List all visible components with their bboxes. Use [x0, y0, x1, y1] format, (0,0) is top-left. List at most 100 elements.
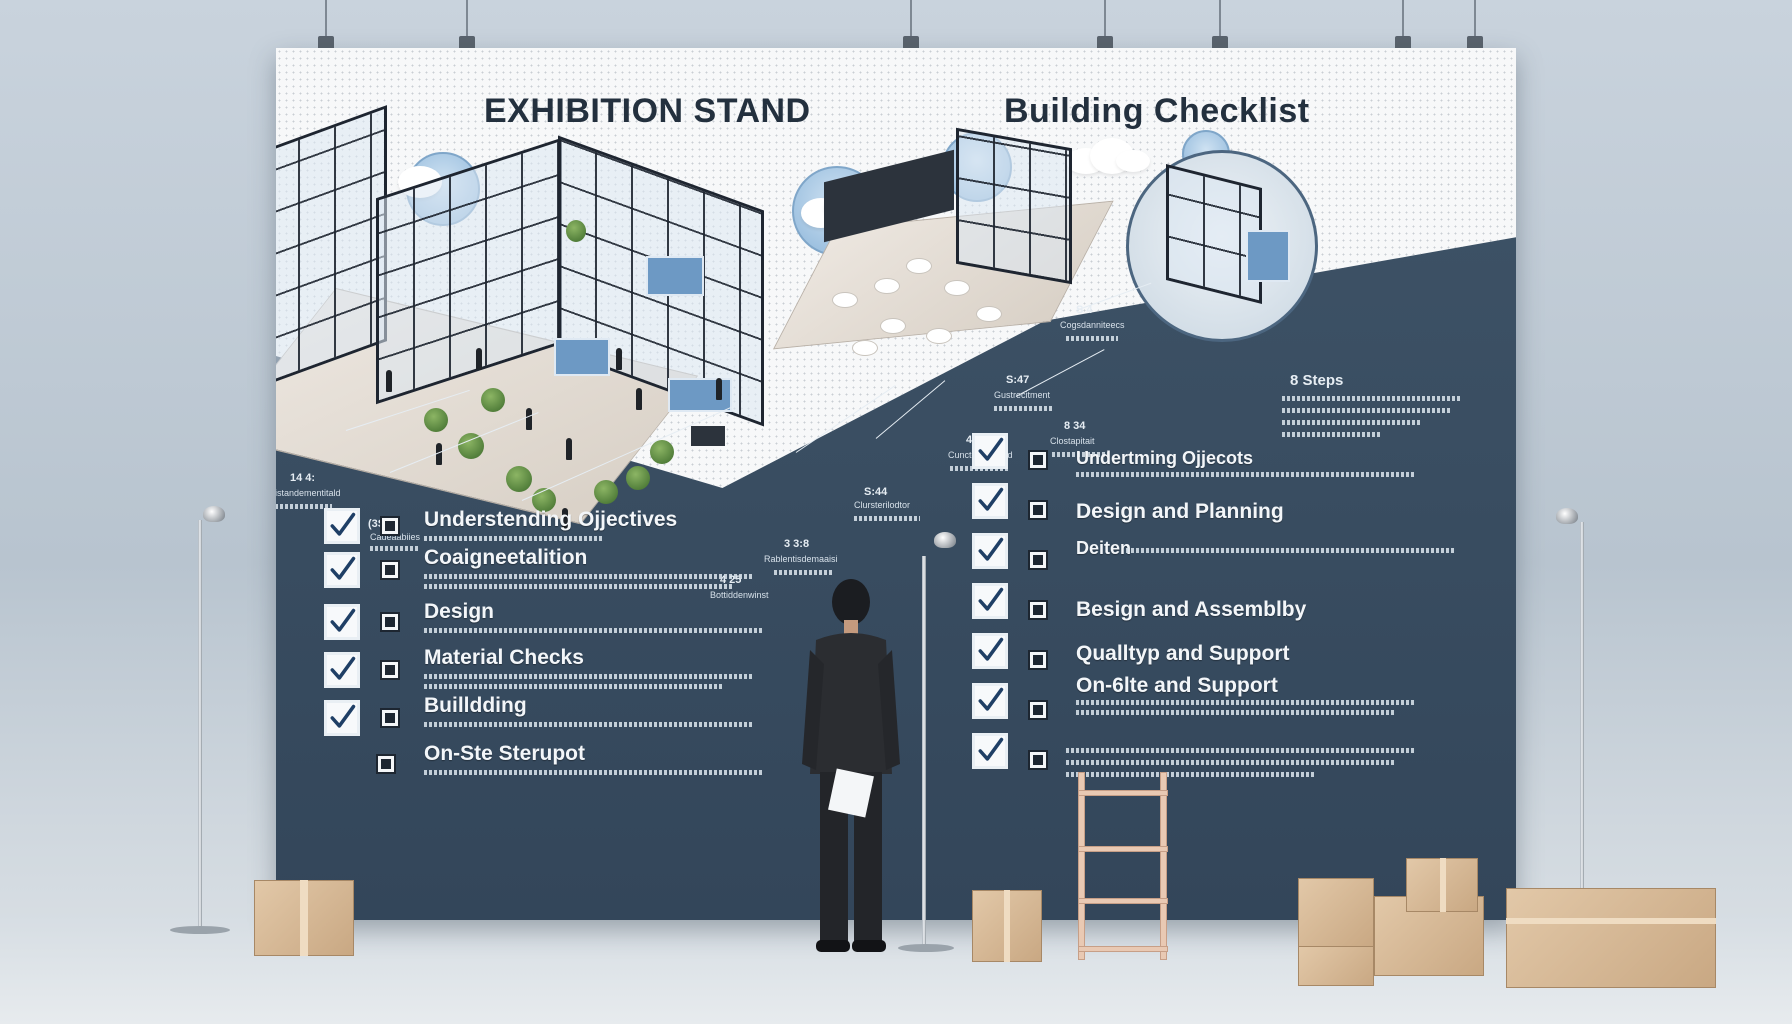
hanging-wire: [1104, 0, 1106, 38]
box-tape: [300, 880, 308, 956]
checkbox-checked[interactable]: [972, 633, 1008, 669]
left-checklist-label: Material Checks: [424, 646, 584, 669]
checkbox-small[interactable]: [1028, 450, 1048, 470]
visitor-figure: [476, 348, 482, 370]
right-checklist-row[interactable]: [972, 682, 1048, 720]
checkbox-small[interactable]: [380, 560, 400, 580]
checkmark-icon: [978, 687, 1004, 711]
checkbox-small[interactable]: [376, 754, 396, 774]
potted-plant: [626, 466, 650, 490]
checkbox-checked[interactable]: [324, 604, 360, 640]
ladder-step: [1078, 946, 1168, 952]
caption-fine-print: [854, 516, 920, 521]
right-checklist-label: Undertming Ojjecots: [1076, 448, 1254, 468]
cardboard-box: [1298, 878, 1374, 948]
checkbox-small[interactable]: [1028, 650, 1048, 670]
lounge-table: [944, 280, 970, 296]
hanging-clip: [1097, 36, 1113, 50]
potted-plant: [424, 408, 448, 432]
right-checklist-row[interactable]: [972, 732, 1048, 770]
checkmark-icon: [330, 556, 356, 580]
hanging-clip: [1212, 36, 1228, 50]
steps-fine-print: [1282, 420, 1422, 425]
checkbox-small[interactable]: [380, 612, 400, 632]
item-fine-print: [1076, 472, 1416, 477]
floor-lamp-pole: [198, 520, 202, 930]
lounge-table: [852, 340, 878, 356]
diagram-step-number: S:47: [1006, 374, 1030, 386]
item-fine-print: [1126, 548, 1456, 553]
checkbox-checked[interactable]: [324, 652, 360, 688]
caption-fine-print: [1052, 452, 1108, 457]
visitor-figure: [716, 378, 722, 400]
visitor-figure: [436, 443, 442, 465]
checkbox-small[interactable]: [380, 516, 400, 536]
zoom-display-panel: [1246, 230, 1290, 282]
right-checklist-label: Deiten: [1076, 538, 1132, 558]
checkbox-small[interactable]: [1028, 550, 1048, 570]
hanging-clip: [1467, 36, 1483, 50]
diagram-step-number: S 4: [1076, 304, 1093, 316]
left-checklist-row[interactable]: [324, 552, 400, 588]
potted-plant: [594, 480, 618, 504]
checkbox-small[interactable]: [1028, 600, 1048, 620]
diagram-step-number: S:44: [864, 486, 888, 498]
checkbox-checked[interactable]: [972, 433, 1008, 469]
title-right: Building Checklist: [1004, 92, 1310, 130]
checkbox-small[interactable]: [1028, 500, 1048, 520]
lamp-icon: [934, 532, 956, 548]
ladder-rail: [1078, 772, 1085, 960]
right-checklist-row[interactable]: [972, 432, 1048, 470]
checkbox-small[interactable]: [1028, 700, 1048, 720]
left-checklist-row[interactable]: [324, 700, 400, 736]
display-screen: [646, 256, 704, 296]
caption-fine-print: [774, 570, 834, 575]
left-checklist-row[interactable]: [376, 754, 396, 774]
checkbox-small[interactable]: [1028, 750, 1048, 770]
box-tape: [1440, 858, 1446, 912]
right-checklist-row[interactable]: [972, 482, 1048, 520]
item-fine-print: [1076, 710, 1396, 715]
caption-fine-print: [994, 406, 1054, 411]
checkbox-checked[interactable]: [972, 583, 1008, 619]
checkbox-checked[interactable]: [972, 683, 1008, 719]
checkbox-checked[interactable]: [324, 508, 360, 544]
checkbox-small[interactable]: [380, 708, 400, 728]
lounge-table: [880, 318, 906, 334]
checkmark-icon: [330, 608, 356, 632]
item-fine-print: [424, 536, 604, 541]
checkbox-checked[interactable]: [324, 700, 360, 736]
person-in-suit: [802, 579, 900, 952]
title-left: EXHIBITION STAND: [484, 92, 811, 130]
checkmark-icon: [330, 512, 356, 536]
cardboard-box: [1298, 946, 1374, 986]
hanging-wire: [910, 0, 912, 38]
diagram-step-caption: Gustrecitment: [994, 390, 1051, 400]
item-fine-print: [424, 628, 764, 633]
checkbox-checked[interactable]: [972, 733, 1008, 769]
checkbox-small[interactable]: [380, 660, 400, 680]
glass-wall-panel: [276, 105, 387, 387]
left-checklist-row[interactable]: [324, 652, 400, 688]
ladder-rail: [1160, 772, 1167, 960]
item-fine-print: [424, 722, 754, 727]
hanging-wire: [325, 0, 327, 38]
caption-fine-print: [276, 504, 332, 509]
right-checklist-row[interactable]: [972, 532, 1048, 570]
checkmark-icon: [978, 537, 1004, 561]
left-checklist-row[interactable]: [324, 508, 400, 544]
caption-fine-print: [370, 546, 420, 551]
right-checklist-row[interactable]: [972, 632, 1048, 670]
checkbox-checked[interactable]: [972, 533, 1008, 569]
right-checklist-row[interactable]: [972, 582, 1048, 620]
checkmark-icon: [330, 656, 356, 680]
left-checklist-row[interactable]: [324, 604, 400, 640]
checkbox-checked[interactable]: [972, 483, 1008, 519]
checkbox-checked[interactable]: [324, 552, 360, 588]
item-fine-print: [424, 584, 734, 589]
box-tape: [1004, 890, 1010, 962]
lamp-icon: [1556, 508, 1578, 524]
potted-plant: [532, 488, 556, 512]
checkmark-icon: [330, 704, 356, 728]
ladder-step: [1078, 898, 1168, 904]
